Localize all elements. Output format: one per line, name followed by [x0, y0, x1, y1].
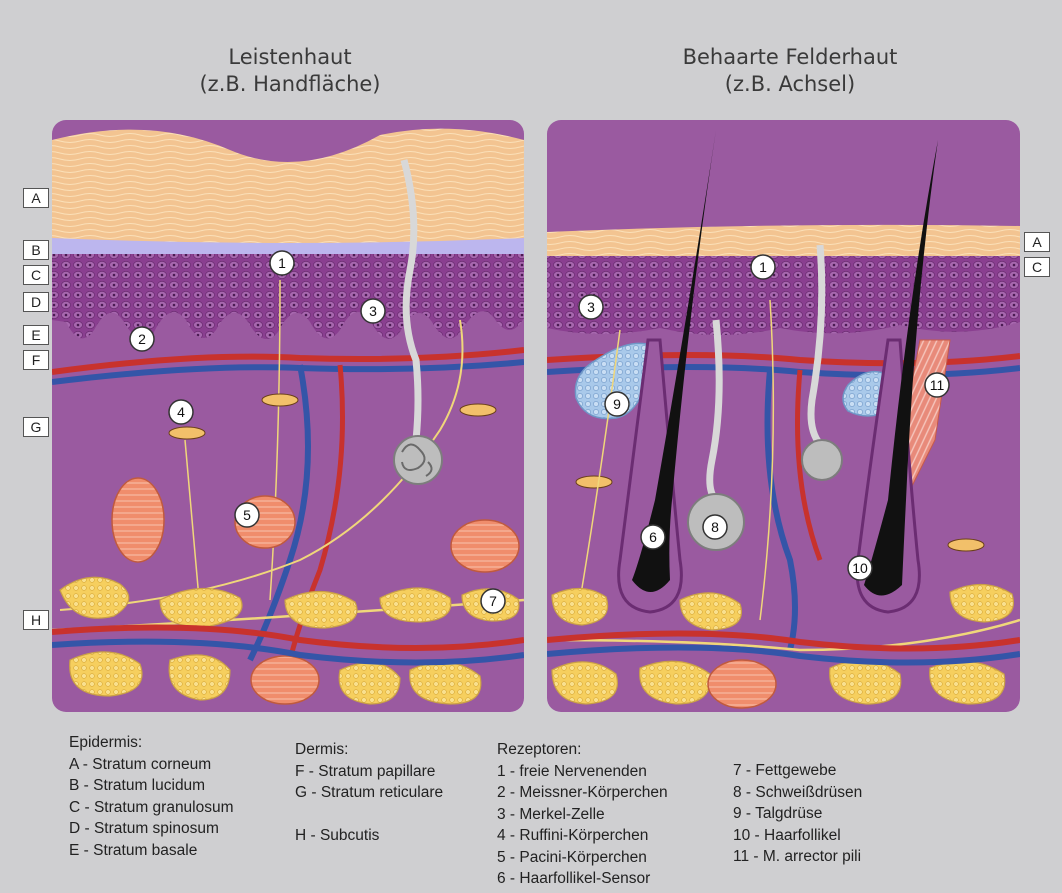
- legend-more: 7 - Fettgewebe 8 - Schweißdrüsen 9 - Tal…: [733, 760, 862, 868]
- right-ruffini-1: [576, 476, 612, 488]
- layer-label-b-left: B: [23, 240, 49, 260]
- left-ruffini-3: [460, 404, 496, 416]
- marker-right-6: 6: [641, 525, 665, 549]
- marker-left-2: 2: [130, 327, 154, 351]
- marker-right-9: 9: [605, 392, 629, 416]
- left-sweat-gland: [394, 436, 442, 484]
- marker-right-11: 11: [925, 373, 949, 397]
- legend-item: 6 - Haarfollikel-Sensor: [497, 868, 668, 890]
- marker-left-4: 4: [169, 400, 193, 424]
- legend-receptors: Rezeptoren: 1 - freie Nervenenden 2 - Me…: [497, 739, 668, 890]
- legend-item: B - Stratum lucidum: [69, 775, 234, 797]
- svg-text:10: 10: [852, 560, 868, 576]
- marker-right-8: 8: [703, 515, 727, 539]
- svg-text:3: 3: [587, 299, 595, 315]
- legend-subcutis: H - Subcutis: [295, 825, 443, 847]
- layer-label-c-right: C: [1024, 257, 1050, 277]
- left-ruffini-1: [169, 427, 205, 439]
- legend-item: 10 - Haarfollikel: [733, 825, 862, 847]
- legend-item: 9 - Talgdrüse: [733, 803, 862, 825]
- legend-item: 1 - freie Nervenenden: [497, 761, 668, 783]
- left-skin-panel: [52, 120, 524, 712]
- left-pacini-4: [251, 656, 319, 704]
- legend-dermis-heading: Dermis:: [295, 739, 443, 761]
- legend-dermis: Dermis: F - Stratum papillare G - Stratu…: [295, 739, 443, 846]
- layer-label-h-left: H: [23, 610, 49, 630]
- legend-item: 11 - M. arrector pili: [733, 846, 862, 868]
- layer-label-f-left: F: [23, 350, 49, 370]
- svg-text:5: 5: [243, 507, 251, 523]
- layer-label-a-left: A: [23, 188, 49, 208]
- svg-text:6: 6: [649, 529, 657, 545]
- legend-item: D - Stratum spinosum: [69, 818, 234, 840]
- legend-item: F - Stratum papillare: [295, 761, 443, 783]
- layer-label-c-left: C: [23, 265, 49, 285]
- legend-epidermis: Epidermis: A - Stratum corneum B - Strat…: [69, 732, 234, 861]
- right-epidermis: [547, 256, 1020, 335]
- legend-item: G - Stratum reticulare: [295, 782, 443, 804]
- svg-text:4: 4: [177, 404, 185, 420]
- legend-item: 4 - Ruffini-Körperchen: [497, 825, 668, 847]
- layer-label-g-left: G: [23, 417, 49, 437]
- svg-text:7: 7: [489, 593, 497, 609]
- legend-receptors-heading: Rezeptoren:: [497, 739, 668, 761]
- marker-left-5: 5: [235, 503, 259, 527]
- svg-text:1: 1: [759, 259, 767, 275]
- svg-text:9: 9: [613, 396, 621, 412]
- layer-label-a-right: A: [1024, 232, 1050, 252]
- left-ruffini-2: [262, 394, 298, 406]
- marker-right-10: 10: [848, 556, 872, 580]
- legend-item: A - Stratum corneum: [69, 754, 234, 776]
- layer-label-d-left: D: [23, 292, 49, 312]
- svg-text:3: 3: [369, 303, 377, 319]
- left-pacini-1: [112, 478, 164, 562]
- marker-right-1: 1: [751, 255, 775, 279]
- layer-label-e-left: E: [23, 325, 49, 345]
- legend-epidermis-heading: Epidermis:: [69, 732, 234, 754]
- right-ruffini-2: [948, 539, 984, 551]
- legend-item: 2 - Meissner-Körperchen: [497, 782, 668, 804]
- right-pacini-1: [708, 660, 776, 708]
- svg-text:2: 2: [138, 331, 146, 347]
- legend-item: 5 - Pacini-Körperchen: [497, 847, 668, 869]
- legend-item: E - Stratum basale: [69, 840, 234, 862]
- left-pacini-3: [451, 520, 519, 572]
- legend-item: 8 - Schweißdrüsen: [733, 782, 862, 804]
- legend-item: 3 - Merkel-Zelle: [497, 804, 668, 826]
- marker-right-3: 3: [579, 295, 603, 319]
- marker-left-1: 1: [270, 251, 294, 275]
- svg-text:8: 8: [711, 519, 719, 535]
- right-sweat-gland-2: [802, 440, 842, 480]
- marker-left-3: 3: [361, 299, 385, 323]
- legend-item: C - Stratum granulosum: [69, 797, 234, 819]
- svg-text:1: 1: [278, 255, 286, 271]
- marker-left-7: 7: [481, 589, 505, 613]
- legend-item: 7 - Fettgewebe: [733, 760, 862, 782]
- svg-text:11: 11: [930, 377, 945, 393]
